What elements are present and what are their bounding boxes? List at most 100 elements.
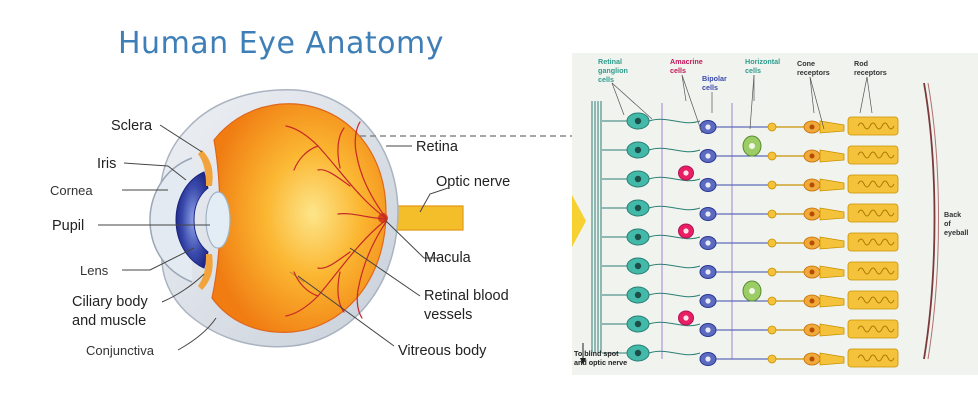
label-back-of-eyeball-1: Back: [944, 210, 961, 219]
ganglion-dendrite: [648, 321, 701, 327]
cone-outer-segment: [819, 207, 845, 221]
receptor-terminal: [767, 296, 777, 306]
rod-disc-stack: [857, 296, 895, 304]
ganglion-nucleus: [634, 349, 642, 357]
rod-disc-stack: [857, 209, 895, 217]
cone-nucleus: [809, 298, 815, 304]
ganglion-dendrite: [648, 118, 701, 124]
ganglion-dendrite: [648, 263, 701, 269]
ganglion-nucleus: [634, 262, 642, 270]
ganglion-nucleus: [634, 204, 642, 212]
ganglion-dendrite: [648, 176, 701, 182]
ganglion-nucleus: [634, 320, 642, 328]
label-conjunctiva: Conjunctiva: [86, 343, 155, 358]
bipolar-nucleus: [705, 124, 711, 130]
cone-outer-segment: [819, 352, 845, 366]
receptor-terminal: [767, 209, 777, 219]
bipolar-nucleus: [705, 153, 711, 159]
iris-shape: [175, 171, 209, 269]
receptor-terminal: [767, 180, 777, 190]
label-sclera: Sclera: [111, 118, 153, 134]
label-rod-1: Rod: [854, 59, 868, 68]
bipolar-nucleus: [705, 298, 711, 304]
amacrine-nucleus: [683, 315, 689, 321]
light-direction-arrow: [572, 195, 586, 247]
receptor-terminal: [767, 238, 777, 248]
receptor-terminal: [767, 151, 777, 161]
bipolar-nucleus: [705, 240, 711, 246]
cone-outer-segment: [819, 120, 845, 134]
label-optic-nerve: Optic nerve: [436, 174, 510, 190]
label-rod-2: receptors: [854, 68, 887, 77]
retina-cell-layer-diagram: Retinal ganglion cells Amacrine cells Bi…: [572, 53, 978, 375]
label-horizontal-2: cells: [745, 66, 761, 75]
ganglion-nucleus: [634, 291, 642, 299]
cone-nucleus: [809, 124, 815, 130]
amacrine-nucleus: [683, 170, 689, 176]
rod-outer-segment: [847, 290, 899, 310]
label-blind-spot-2: and optic nerve: [574, 358, 627, 367]
cone-nucleus: [809, 211, 815, 217]
label-amacrine-2: cells: [670, 66, 686, 75]
rod-disc-stack: [857, 267, 895, 275]
rod-outer-segment: [847, 348, 899, 368]
label-vitreous-body: Vitreous body: [398, 343, 487, 359]
ganglion-nucleus: [634, 117, 642, 125]
label-ciliary-body-line1: Ciliary body: [72, 294, 148, 310]
receptor-terminal: [767, 325, 777, 335]
receptor-terminal: [767, 122, 777, 132]
ganglion-dendrite: [648, 205, 701, 211]
rod-disc-stack: [857, 151, 895, 159]
label-cornea: Cornea: [50, 183, 93, 198]
label-ganglion-3: cells: [598, 75, 614, 84]
receptor-terminal: [767, 354, 777, 364]
label-back-of-eyeball-3: eyeball: [944, 228, 968, 237]
ganglion-dendrite: [648, 234, 701, 240]
label-ganglion-1: Retinal: [598, 57, 622, 66]
page-title: Human Eye Anatomy: [118, 26, 444, 61]
ganglion-nucleus: [634, 146, 642, 154]
label-cone-2: receptors: [797, 68, 830, 77]
rod-disc-stack: [857, 354, 895, 362]
rod-outer-segment: [847, 232, 899, 252]
label-bipolar-2: cells: [702, 83, 718, 92]
bipolar-nucleus: [705, 211, 711, 217]
cone-nucleus: [809, 356, 815, 362]
label-pupil: Pupil: [52, 218, 84, 234]
horizontal-nucleus: [749, 143, 755, 149]
rod-outer-segment: [847, 116, 899, 136]
ganglion-dendrite: [648, 292, 701, 298]
label-ciliary-body-line2: and muscle: [72, 313, 146, 329]
label-retinal-blood-vessels-line1: Retinal blood: [424, 288, 509, 304]
rod-disc-stack: [857, 325, 895, 333]
label-ganglion-2: ganglion: [598, 66, 628, 75]
bipolar-nucleus: [705, 269, 711, 275]
ganglion-nucleus: [634, 233, 642, 241]
cone-nucleus: [809, 153, 815, 159]
horizontal-nucleus: [749, 288, 755, 294]
rod-outer-segment: [847, 145, 899, 165]
rod-disc-stack: [857, 180, 895, 188]
retina-cell-rows: [602, 103, 899, 368]
nerve-fiber-bundle: [591, 101, 602, 353]
label-blind-spot-1: To blind spot: [574, 349, 619, 358]
cone-outer-segment: [819, 323, 845, 337]
label-back-of-eyeball-2: of: [944, 219, 951, 228]
amacrine-nucleus: [683, 228, 689, 234]
rod-disc-stack: [857, 122, 895, 130]
cone-outer-segment: [819, 236, 845, 250]
rod-outer-segment: [847, 174, 899, 194]
bipolar-nucleus: [705, 182, 711, 188]
label-lens: Lens: [80, 263, 109, 278]
rod-disc-stack: [857, 238, 895, 246]
ganglion-dendrite: [648, 147, 701, 153]
ganglion-nucleus: [634, 175, 642, 183]
label-bipolar-1: Bipolar: [702, 74, 727, 83]
label-amacrine-1: Amacrine: [670, 57, 703, 66]
cone-outer-segment: [819, 294, 845, 308]
cone-outer-segment: [819, 149, 845, 163]
lens-shape: [205, 191, 231, 249]
label-retinal-blood-vessels-line2: vessels: [424, 307, 472, 323]
cornea-shape: [149, 157, 193, 283]
